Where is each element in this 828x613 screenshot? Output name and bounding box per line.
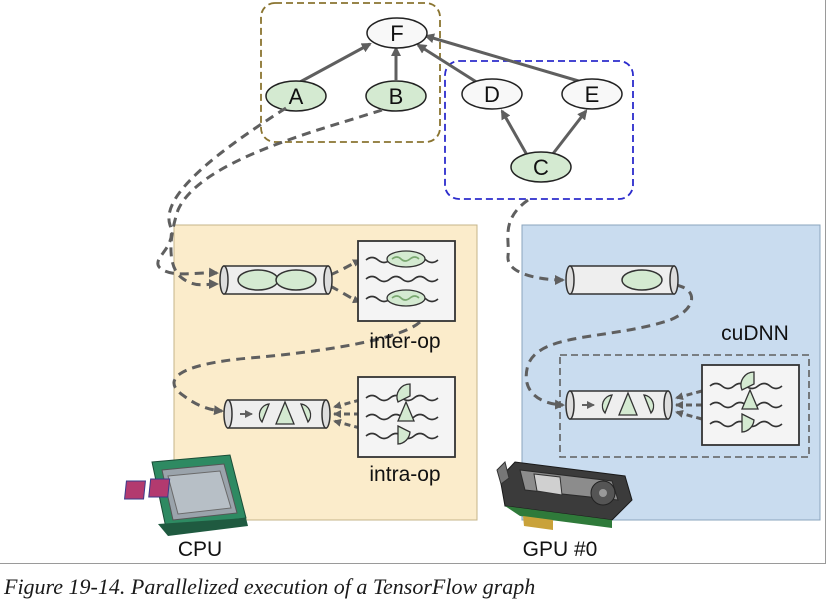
gpu-subgraph-group [444, 60, 634, 200]
node-a-label: A [289, 84, 304, 109]
cpu-intra-op-arrows [333, 398, 361, 430]
tensorflow-execution-diagram: F A B D E C [124, 2, 821, 561]
edge-c-d [500, 109, 529, 156]
edge-d-f [416, 43, 479, 85]
flow-arrows [156, 106, 694, 416]
cudnn-region [559, 354, 810, 458]
figure-caption: Figure 19-14. Parallelized execution of … [4, 574, 536, 599]
cpu-intra-op-queue [223, 399, 331, 429]
cpu-inter-op-queue [219, 265, 333, 295]
gpu-intra-op-queue [565, 390, 673, 420]
gpu-intra-op-arrows [675, 389, 703, 421]
node-c-label: C [533, 155, 549, 180]
gpu-inter-op-queue [565, 265, 679, 295]
cpu-intra-op-thread-pool [357, 376, 456, 458]
edge-c-e [550, 109, 588, 156]
intra-op-label: intra-op [369, 463, 440, 486]
gpu-card-image [496, 461, 633, 530]
graph-edges [299, 33, 588, 156]
node-b: B [365, 80, 427, 112]
cpu-label: CPU [178, 538, 222, 561]
node-f: F [366, 17, 428, 49]
edge-a-f [299, 42, 372, 84]
cpu-inter-op-thread-pool [357, 240, 456, 322]
cudnn-label: cuDNN [721, 322, 789, 345]
node-a: A [265, 80, 327, 112]
flow-c-to-gpu-queue [506, 198, 565, 285]
node-f-label: F [390, 21, 403, 46]
node-e: E [561, 78, 623, 110]
cpu-subgraph-group [260, 2, 441, 143]
gpu-intra-op-thread-pool [701, 364, 800, 446]
node-d-label: D [484, 82, 500, 107]
node-e-label: E [585, 82, 600, 107]
node-d: D [461, 78, 523, 110]
edge-e-f [424, 33, 583, 84]
figure-frame [0, 0, 826, 564]
flow-b-to-cpu-queue [169, 108, 383, 290]
flow-inter-op-to-intra-queue [172, 320, 422, 416]
cpu-chip-image [124, 454, 248, 536]
node-c: C [510, 151, 572, 183]
node-b-label: B [389, 84, 404, 109]
gpu-label: GPU #0 [523, 538, 598, 561]
inter-op-label: inter-op [369, 330, 440, 353]
